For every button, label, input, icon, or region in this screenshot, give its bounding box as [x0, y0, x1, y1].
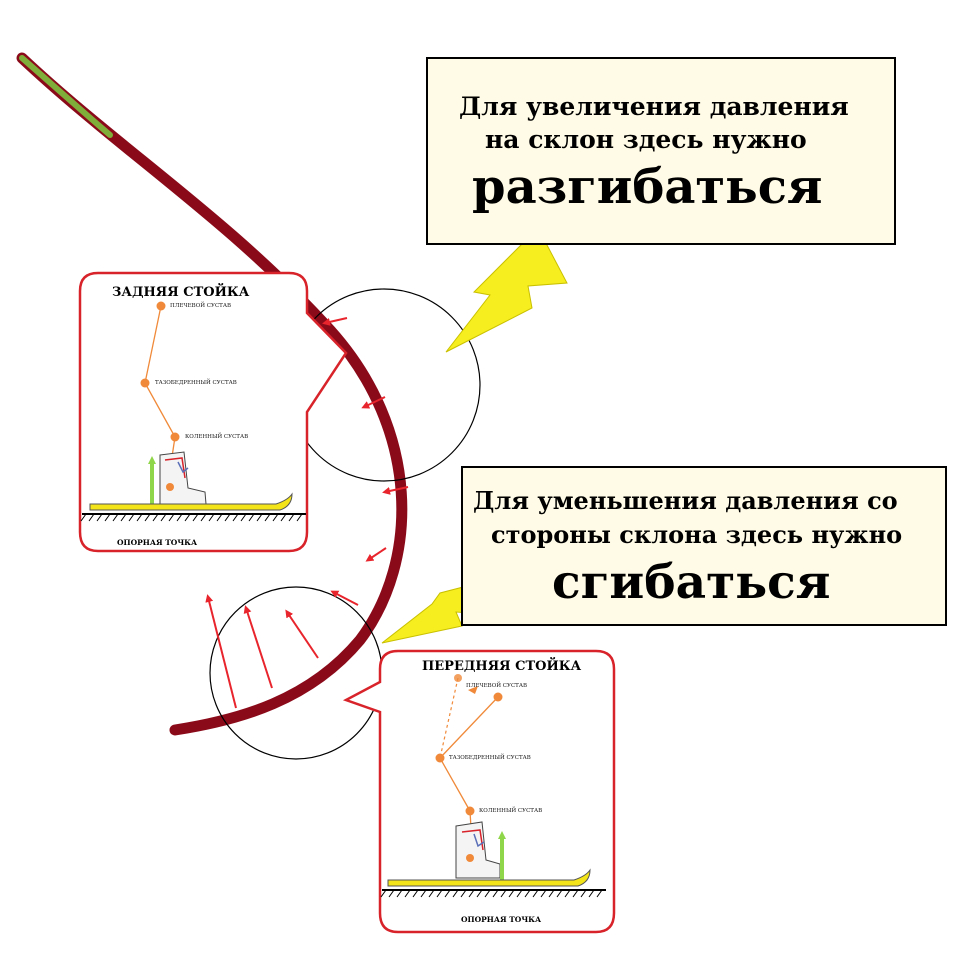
pressure-arrow — [243, 605, 273, 689]
lightning-icon — [445, 227, 568, 353]
shoulder-joint — [493, 692, 503, 702]
ski-trajectory — [16, 52, 408, 736]
callout-top: Для увеличения давления на склон здесь н… — [426, 57, 896, 245]
shoulder-joint-prev — [454, 674, 462, 682]
pressure-arrow — [365, 547, 387, 562]
pressure-arrow — [382, 486, 409, 495]
knee-joint — [465, 806, 475, 816]
panel-front-support-label: ОПОРНАЯ ТОЧКА — [461, 915, 542, 924]
pressure-arrow — [361, 396, 386, 409]
panel-front-hip-label: ТАЗОБЕДРЕННЫЙ СУСТАВ — [449, 753, 531, 761]
movement-arrow-icon — [468, 686, 478, 694]
callout-top-line1: Для увеличения давления — [459, 92, 849, 121]
panel-back-stance: ЗАДНЯЯ СТОЙКА ПЛЕЧЕВОЙ СУСТАВ ТАЗОБЕДРЕН… — [78, 271, 348, 553]
pressure-arrow — [322, 317, 348, 326]
panel-back-knee-label: КОЛЕННЫЙ СУСТАВ — [185, 432, 248, 440]
panel-front-knee-label: КОЛЕННЫЙ СУСТАВ — [479, 806, 542, 814]
panel-front-stance: ПЕРЕДНЯЯ СТОЙКА ПЛЕЧЕВОЙ СУСТАВ ТАЗОБЕДР… — [342, 649, 616, 934]
pressure-arrow — [330, 590, 359, 606]
pressure-arrows — [205, 317, 409, 709]
callout-top-line2: на склон здесь нужно — [485, 125, 807, 154]
callout-bottom-line1: Для уменьшения давления со — [473, 486, 898, 515]
ground-hatching — [80, 513, 303, 522]
panel-back-shoulder-label: ПЛЕЧЕВОЙ СУСТАВ — [170, 301, 231, 309]
hip-joint — [435, 753, 445, 763]
panel-back-hip-label: ТАЗОБЕДРЕННЫЙ СУСТАВ — [155, 378, 237, 386]
callout-bottom-emphasis: сгибаться — [552, 555, 830, 610]
flex-zone-circle — [209, 586, 383, 760]
ski — [89, 492, 293, 511]
pressure-arrow — [205, 594, 237, 709]
callout-bottom: Для уменьшения давления со стороны склон… — [461, 466, 947, 626]
shoulder-joint — [156, 301, 166, 311]
ground-hatching — [380, 889, 603, 898]
panel-front-shoulder-label: ПЛЕЧЕВОЙ СУСТАВ — [466, 681, 527, 689]
callout-top-emphasis: разгибаться — [472, 159, 822, 215]
pressure-arrow — [285, 609, 319, 659]
panel-back-support-label: ОПОРНАЯ ТОЧКА — [117, 538, 198, 547]
hip-joint — [140, 378, 150, 388]
callout-bottom-line2: стороны склона здесь нужно — [491, 520, 902, 549]
panel-front-title: ПЕРЕДНЯЯ СТОЙКА — [422, 657, 582, 674]
panel-back-title: ЗАДНЯЯ СТОЙКА — [112, 283, 250, 300]
ski — [387, 868, 591, 887]
knee-joint — [170, 432, 180, 442]
